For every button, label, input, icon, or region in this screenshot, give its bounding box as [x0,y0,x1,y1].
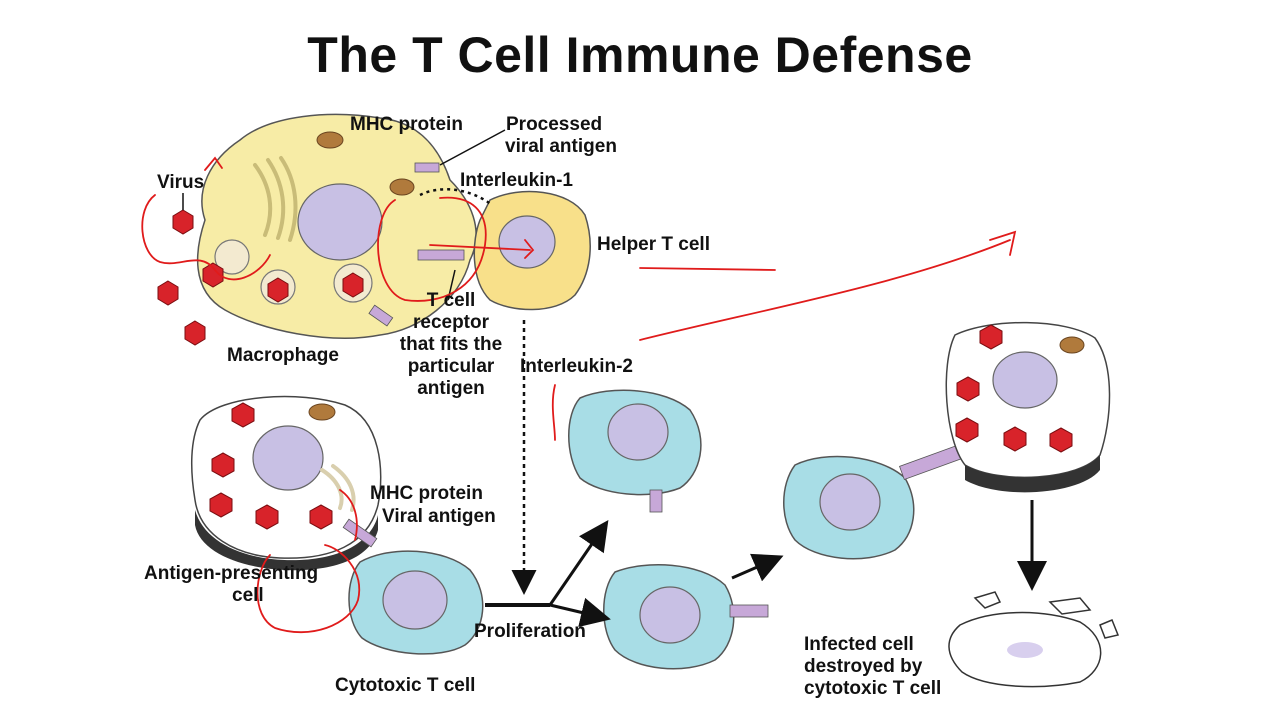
label-processed: Processed [506,114,603,135]
label-proliferation: Proliferation [474,621,586,642]
label-tcr-4: particular [407,356,495,377]
proliferated-t-cell-top [568,389,702,513]
cytotoxic-t-cell [348,550,484,655]
label-tcr-2: receptor [412,312,490,333]
attacking-t-cell [783,443,965,560]
label-interleukin-1: Interleukin-1 [460,170,573,191]
proliferated-t-cell-bottom [603,564,769,670]
mitochondrion [308,403,336,421]
destroyed-cell-fragments [948,591,1120,688]
label-tcr-3: that fits the [399,334,503,355]
label-viral-antigen: Viral antigen [382,506,496,527]
label-cytotoxic-t-cell: Cytotoxic T cell [335,675,476,696]
diagram-title: The T Cell Immune Defense [307,27,973,83]
macrophage-nucleus [297,183,383,261]
label-mhc-protein-top: MHC protein [350,114,463,135]
label-apc-1: Antigen-presenting [144,563,319,584]
label-helper-t-cell: Helper T cell [597,234,710,255]
label-tcr-5: antigen [417,378,485,399]
apc-nucleus [252,425,324,491]
infected-cell [945,321,1111,493]
virus-particles [157,209,364,346]
macrophage-cell [196,113,477,339]
label-macrophage: Macrophage [227,345,339,366]
label-mhc-protein-bottom: MHC protein [370,483,483,504]
label-tcr-1: T cell [426,290,476,311]
mitochondrion [389,178,415,196]
label-destroyed-2: destroyed by [804,656,923,677]
antigen-presenting-cell [190,395,382,571]
mitochondrion [316,131,344,149]
label-destroyed-3: cytotoxic T cell [804,678,942,699]
label-viral-antigen-top: viral antigen [505,136,617,157]
label-virus: Virus [157,172,205,193]
label-interleukin-2: Interleukin-2 [520,356,633,377]
label-apc-2: cell [232,585,264,606]
red-annotations [141,156,1017,634]
label-destroyed-1: Infected cell [804,634,914,655]
